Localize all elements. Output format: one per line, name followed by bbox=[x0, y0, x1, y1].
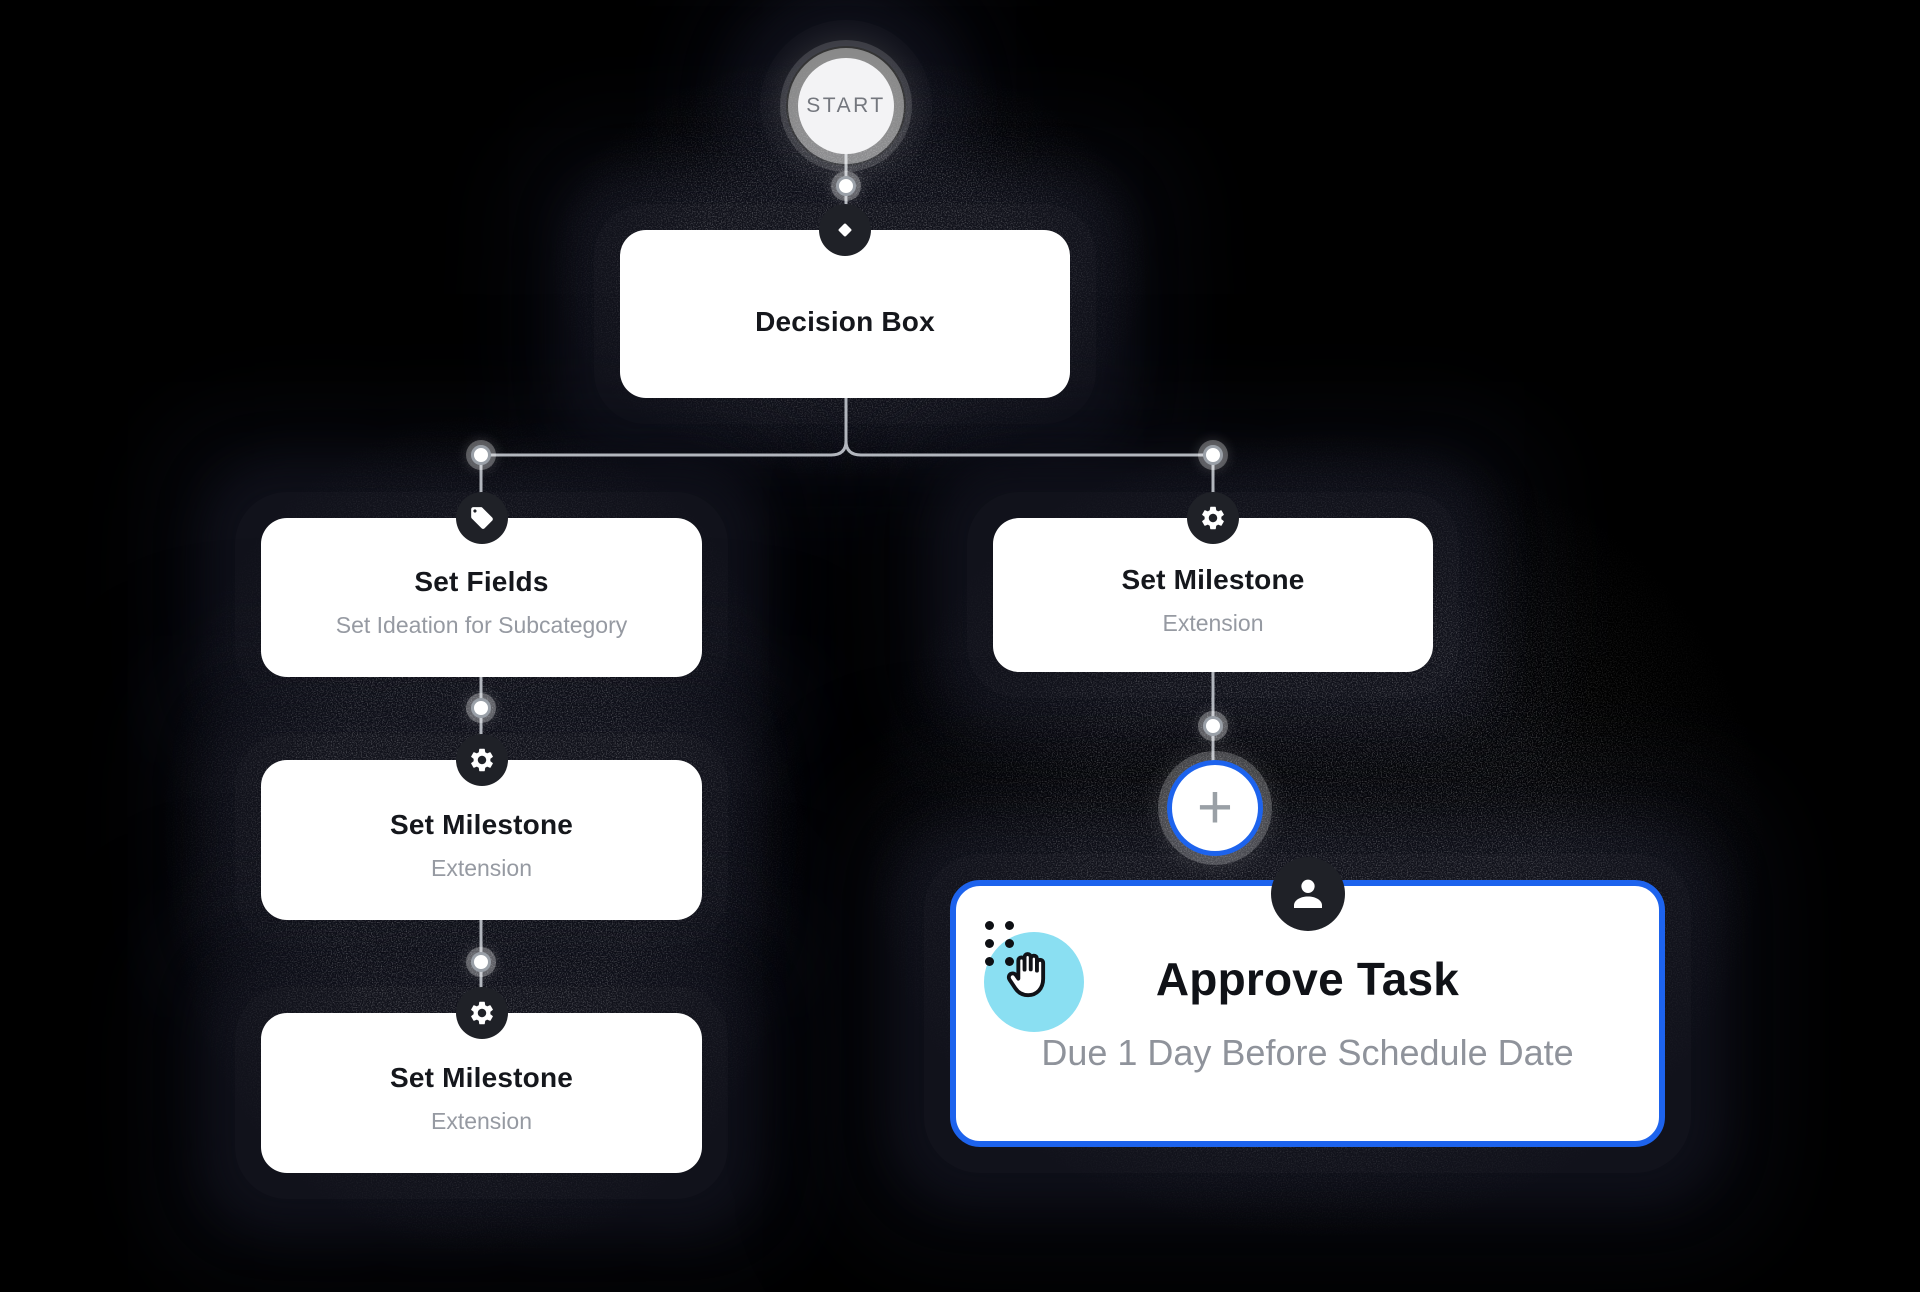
node-subtitle: Due 1 Day Before Schedule Date bbox=[1041, 1032, 1574, 1073]
connector-dot bbox=[471, 952, 491, 972]
node-card-set-milestone-right[interactable]: Set Milestone Extension bbox=[993, 492, 1433, 672]
node-type-badge bbox=[455, 734, 508, 786]
start-label: START bbox=[806, 94, 886, 117]
node-subtitle: Extension bbox=[1162, 609, 1264, 636]
node-title: Set Milestone bbox=[389, 1061, 574, 1093]
diamond-icon bbox=[838, 223, 852, 237]
node-card-approve-task[interactable]: Approve Task Due 1 Day Before Schedule D… bbox=[950, 857, 1665, 1147]
connector-dot bbox=[1203, 716, 1223, 736]
node-title: Set Milestone bbox=[389, 808, 574, 840]
node-type-badge bbox=[819, 204, 871, 256]
connector-dot bbox=[471, 445, 491, 465]
node-card-decision[interactable]: Decision Box bbox=[620, 204, 1070, 398]
node-card-set-fields[interactable]: Set Fields Set Ideation for Subcategory bbox=[261, 492, 702, 677]
gear-icon bbox=[1202, 506, 1224, 530]
node-title: Decision Box bbox=[755, 306, 935, 337]
node-title: Set Milestone bbox=[1121, 563, 1305, 595]
node-subtitle: Extension bbox=[430, 854, 532, 881]
person-icon bbox=[1293, 879, 1322, 908]
connector-dot bbox=[836, 176, 856, 196]
node-card-set-milestone-1[interactable]: Set Milestone Extension bbox=[261, 734, 702, 920]
node-title: Approve Task bbox=[1155, 953, 1460, 1005]
add-step-button[interactable]: + bbox=[1167, 760, 1263, 856]
node-card-set-milestone-2[interactable]: Set Milestone Extension bbox=[261, 987, 702, 1173]
node-type-badge bbox=[1187, 492, 1239, 544]
node-type-badge bbox=[455, 987, 508, 1039]
hand-cursor-icon bbox=[1006, 952, 1046, 998]
gear-icon bbox=[470, 748, 493, 772]
node-subtitle: Extension bbox=[430, 1107, 532, 1134]
start-node[interactable]: START bbox=[798, 58, 894, 154]
connector-dot bbox=[471, 698, 491, 718]
gear-icon bbox=[470, 1001, 493, 1025]
connector-dot bbox=[1203, 445, 1223, 465]
tag-icon bbox=[470, 507, 493, 529]
node-title: Set Fields bbox=[414, 566, 549, 597]
node-subtitle: Set Ideation for Subcategory bbox=[335, 612, 628, 638]
node-type-badge bbox=[455, 492, 508, 544]
node-type-badge bbox=[1270, 857, 1345, 931]
